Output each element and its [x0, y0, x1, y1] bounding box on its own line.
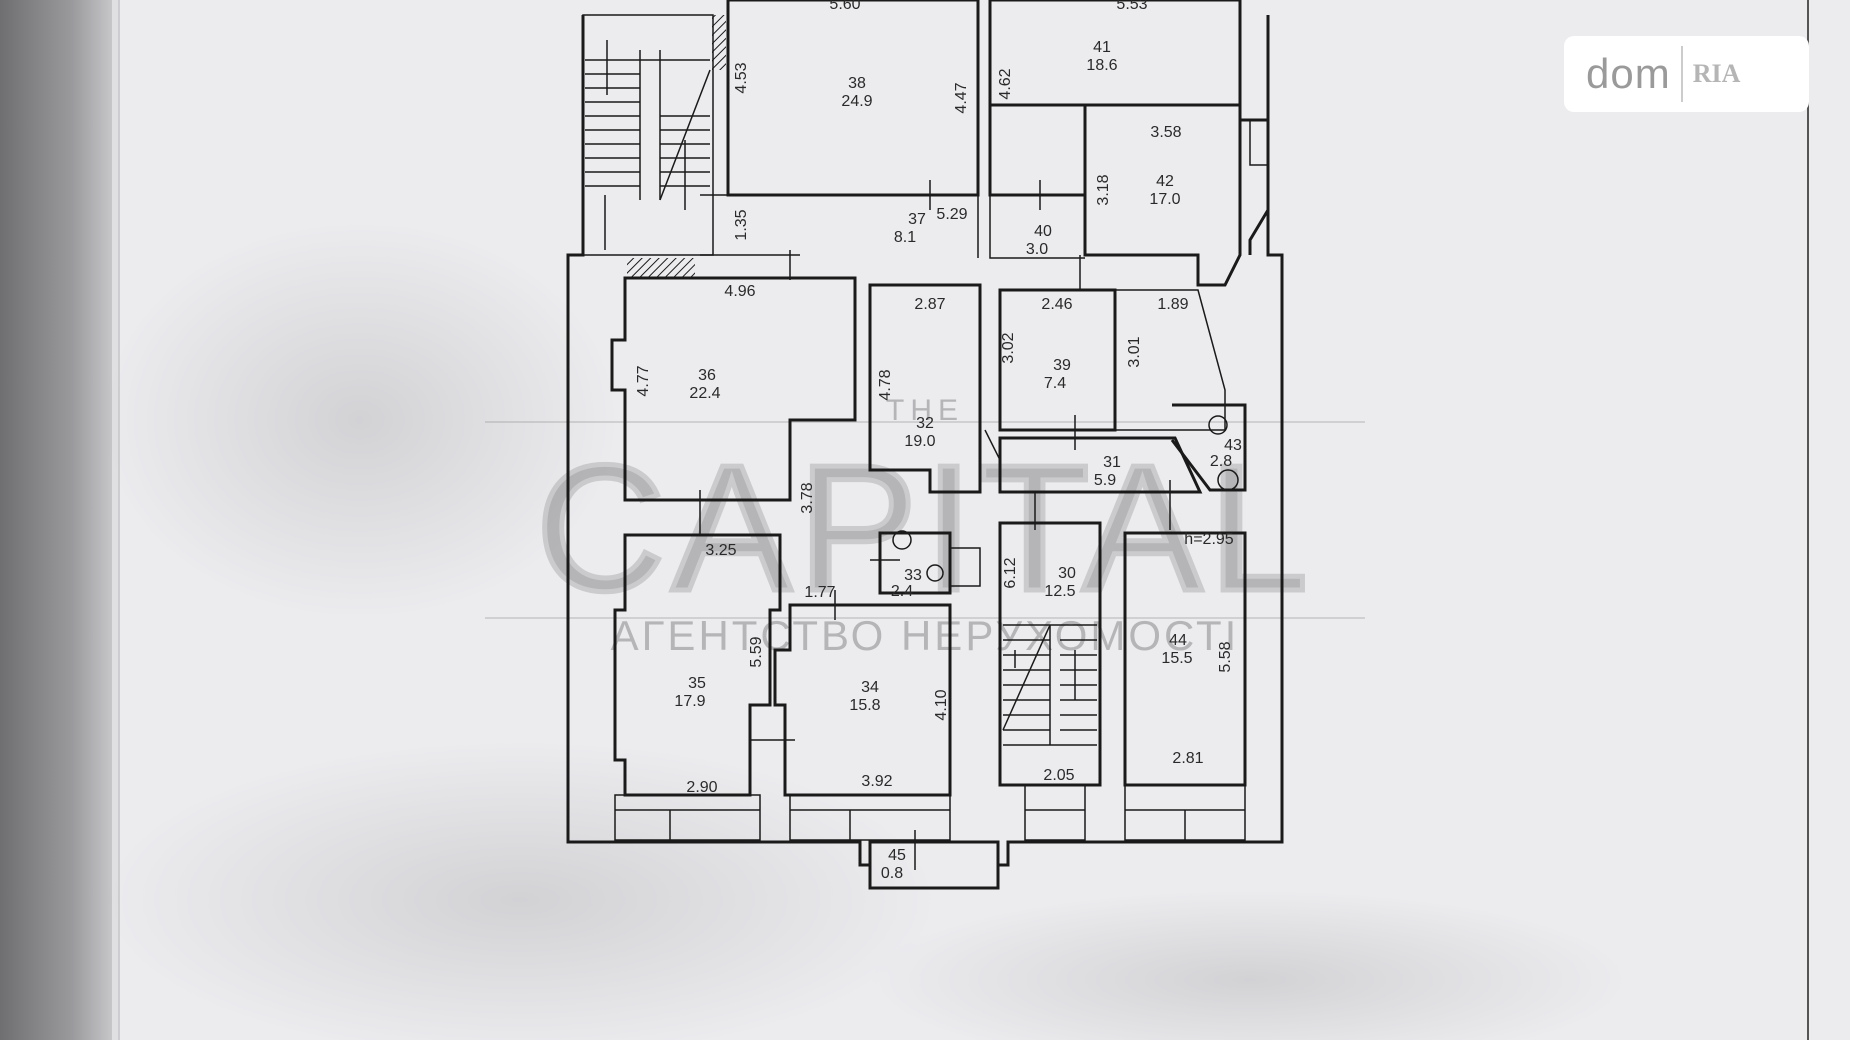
stairs-bottom — [1002, 624, 1097, 746]
watermark-subtitle: АГЕНТСТВО НЕРУХОМОСТІ — [611, 612, 1240, 659]
rooms-10-id: 33 — [904, 567, 922, 584]
watermark-prefix: THE — [886, 394, 964, 427]
rooms-14-id: 44 — [1169, 632, 1187, 649]
left-shadow — [0, 0, 120, 1040]
rooms-3-id: 37 — [908, 211, 926, 228]
room-37: 378.1 — [894, 211, 926, 246]
rooms-15-id: 45 — [888, 847, 906, 864]
dimensions-2: 4.53 — [733, 62, 750, 93]
door-marks — [604, 180, 1171, 870]
dimensions-23: 5.58 — [1217, 641, 1234, 672]
dimensions-26: 2.05 — [1043, 767, 1074, 784]
rooms-12-area: 17.9 — [674, 693, 705, 710]
dimensions-6: 3.18 — [1095, 174, 1112, 205]
room-40: 403.0 — [1026, 223, 1052, 258]
dimensions-12: 1.89 — [1157, 296, 1188, 313]
ceiling-height: h=2.95 — [1184, 531, 1233, 548]
rooms-9-area: 2.8 — [1210, 453, 1232, 470]
rooms-4-area: 3.0 — [1026, 241, 1048, 258]
room-43: 432.8 — [1210, 437, 1242, 470]
dimensions-21: 5.59 — [748, 636, 765, 667]
dimensions-8: 5.29 — [936, 206, 967, 223]
stairs-top-left — [585, 40, 711, 210]
rooms-1-id: 41 — [1093, 39, 1111, 56]
rooms-11-area: 12.5 — [1044, 583, 1075, 600]
dimensions-24: 2.90 — [686, 779, 717, 796]
dimensions-0: 5.60 — [829, 0, 860, 13]
rooms-6-area: 19.0 — [904, 433, 935, 450]
logo-brand: dom — [1586, 50, 1671, 97]
room-31: 315.9 — [1094, 454, 1121, 489]
windows — [614, 119, 1269, 841]
dom-ria-logo[interactable]: dom RIA — [1564, 36, 1809, 112]
room-45: 450.8 — [881, 847, 906, 882]
dimensions-13: 4.77 — [635, 365, 652, 396]
dimensions-27: 2.81 — [1172, 750, 1203, 767]
watermark-name: CAPITAL — [536, 428, 1315, 629]
dimensions-1: 5.53 — [1116, 0, 1147, 13]
dimensions-16: 3.01 — [1126, 336, 1143, 367]
dimensions-22: 4.10 — [933, 689, 950, 720]
dimensions-18: 3.25 — [705, 542, 736, 559]
dimensions-10: 2.87 — [914, 296, 945, 313]
dimensions-17: 3.78 — [799, 482, 816, 513]
rooms-0-area: 24.9 — [841, 93, 872, 110]
room-33: 332.4 — [891, 567, 922, 600]
dimensions-9: 4.96 — [724, 283, 755, 300]
rooms-3-area: 8.1 — [894, 229, 916, 246]
dimensions-25: 3.92 — [861, 773, 892, 790]
dimensions-14: 4.78 — [877, 369, 894, 400]
dimensions-15: 3.02 — [1000, 332, 1017, 363]
rooms-8-id: 31 — [1103, 454, 1121, 471]
rooms-1-area: 18.6 — [1086, 57, 1117, 74]
logo-separator — [1680, 46, 1683, 102]
dimensions-20: 6.12 — [1002, 557, 1019, 588]
rooms-2-id: 42 — [1156, 173, 1174, 190]
rooms-8-area: 5.9 — [1094, 472, 1116, 489]
rooms-15-area: 0.8 — [881, 865, 903, 882]
dimensions-4: 4.62 — [997, 68, 1014, 99]
dimensions-7: 1.35 — [733, 209, 750, 240]
dimensions-3: 4.47 — [953, 82, 970, 113]
rooms-5-area: 22.4 — [689, 385, 720, 402]
watermark: THE CAPITAL АГЕНТСТВО НЕРУХОМОСТІ — [485, 394, 1365, 659]
paper-blotch — [100, 220, 620, 620]
rooms-12-id: 35 — [688, 675, 706, 692]
dimensions-5: 3.58 — [1150, 124, 1181, 141]
dimensions-11: 2.46 — [1041, 296, 1072, 313]
rooms-6-id: 32 — [916, 415, 934, 432]
rooms-9-id: 43 — [1224, 437, 1242, 454]
rooms-7-area: 7.4 — [1044, 375, 1066, 392]
room-39: 397.4 — [1044, 357, 1071, 392]
rooms-10-area: 2.4 — [891, 583, 913, 600]
rooms-14-area: 15.5 — [1161, 650, 1192, 667]
dimensions-19: 1.77 — [804, 584, 835, 601]
paper-blotch — [100, 740, 940, 1040]
rooms-7-id: 39 — [1053, 357, 1071, 374]
floor-plan — [566, 0, 1284, 890]
logo-partner: RIA — [1692, 59, 1741, 88]
rooms-13-id: 34 — [861, 679, 879, 696]
rooms-11-id: 30 — [1058, 565, 1076, 582]
rooms-13-area: 15.8 — [849, 697, 880, 714]
paper-blotch — [870, 890, 1630, 1040]
rooms-5-id: 36 — [698, 367, 716, 384]
dimension-labels: 5.60 5.53 4.53 4.47 4.62 3.58 3.18 1.35 … — [635, 0, 1234, 796]
rooms-4-id: 40 — [1034, 223, 1052, 240]
rooms-0-id: 38 — [848, 75, 866, 92]
rooms-2-area: 17.0 — [1149, 191, 1180, 208]
